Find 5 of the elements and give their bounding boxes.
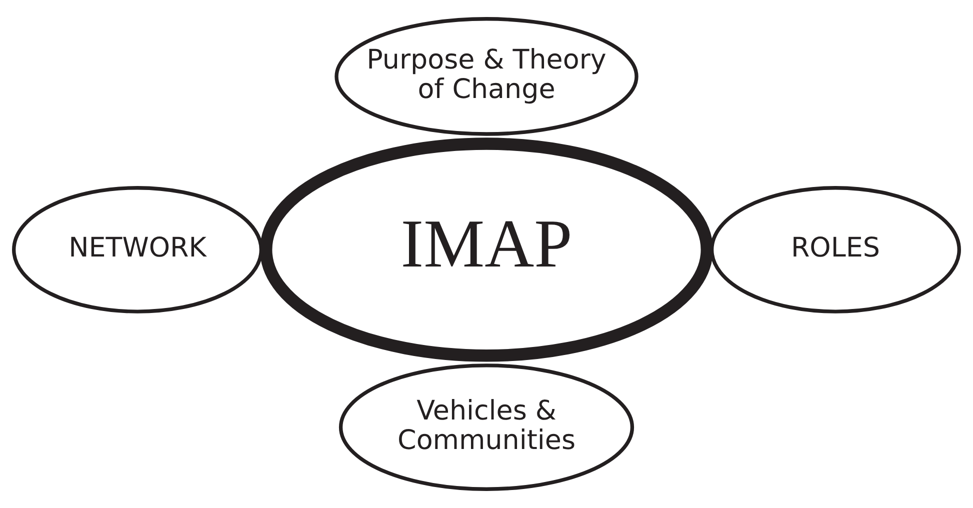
node-ellipse: IMAP: [260, 138, 714, 362]
node-ellipse: Vehicles & Communities: [338, 364, 634, 491]
node-ellipse: ROLES: [710, 186, 961, 314]
node-ellipse: NETWORK: [12, 186, 264, 314]
node-ellipse: Purpose & Theory of Change: [334, 17, 638, 136]
